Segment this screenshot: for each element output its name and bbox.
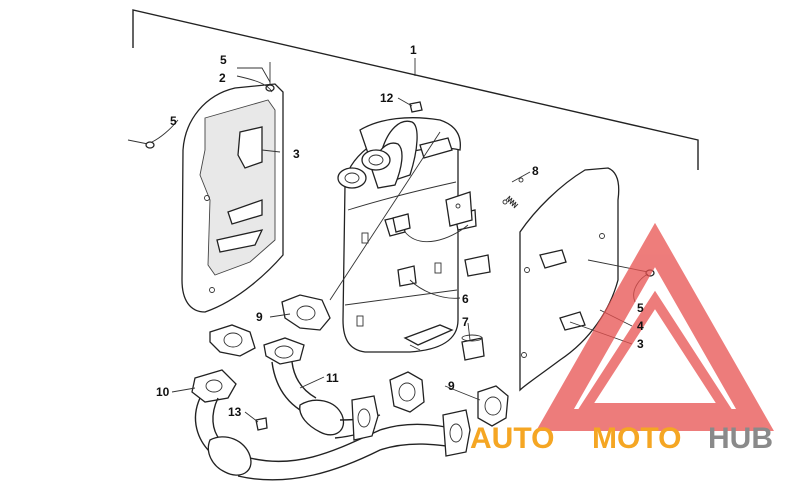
callout-6: 6 — [462, 292, 469, 306]
watermark-logo-text: AUTO MOTO HUB — [470, 422, 773, 455]
watermark-triangle-outer — [536, 222, 774, 431]
spring-bracket — [445, 191, 473, 227]
callout-2: 2 — [219, 71, 226, 85]
header-pipe-lower — [191, 369, 471, 481]
callout-11: 11 — [326, 371, 339, 385]
callout-4: 4 — [637, 319, 644, 333]
callout-3-right: 3 — [637, 337, 644, 351]
watermark-word-moto: MOTO — [592, 422, 681, 455]
assembly-bracket — [132, 9, 699, 170]
watermark-word-hub: HUB — [708, 422, 773, 455]
callout-13: 13 — [228, 405, 242, 419]
muffler — [337, 117, 461, 353]
callout-10: 10 — [156, 385, 170, 399]
callout-12: 12 — [380, 91, 394, 105]
callout-8: 8 — [532, 164, 539, 178]
header-pipe-upper — [263, 337, 381, 441]
spring — [502, 177, 524, 209]
callout-5-right: 5 — [637, 301, 644, 315]
callout-labels: 1 2 3 5 5 12 8 6 7 9 9 10 11 13 5 4 3 — [156, 43, 644, 419]
gaskets — [209, 294, 509, 427]
rubber-mount — [461, 334, 485, 361]
callout-5-left: 5 — [170, 114, 177, 128]
callout-3-left: 3 — [293, 147, 300, 161]
left-heat-shield — [181, 83, 284, 313]
watermark-word-auto: AUTO — [470, 422, 554, 455]
watermark-triangle-inner — [575, 290, 735, 413]
grommets — [384, 209, 491, 287]
callout-5-top: 5 — [220, 53, 227, 67]
callout-9-right: 9 — [448, 379, 455, 393]
callout-9-left: 9 — [256, 310, 263, 324]
callout-7: 7 — [462, 315, 469, 329]
callout-1: 1 — [410, 43, 417, 57]
watermark — [536, 222, 774, 431]
right-heat-shield — [519, 167, 620, 392]
